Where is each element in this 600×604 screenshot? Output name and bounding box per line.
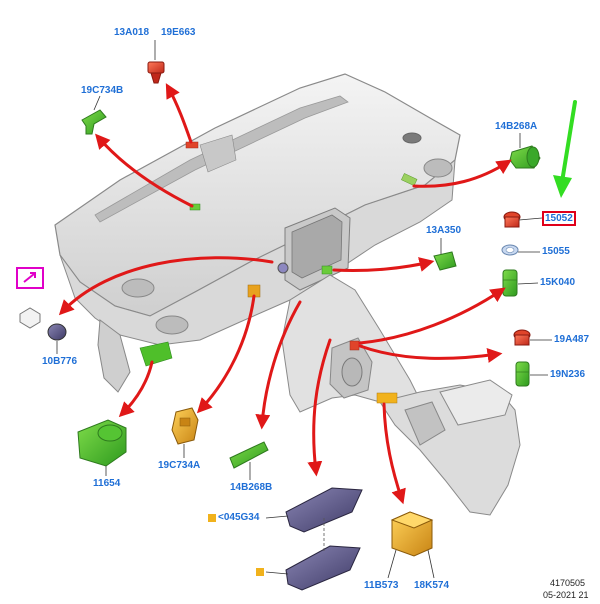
drawing-date: 05-2021 21	[543, 590, 589, 600]
arrow-13a350	[332, 257, 435, 273]
label-13a350: 13A350	[426, 225, 462, 236]
arrow-11654	[118, 360, 154, 418]
label-18k574: 18K574	[414, 580, 450, 591]
arrow-19a487	[358, 344, 503, 363]
arrow-13a018	[165, 83, 193, 144]
label-15055: 15055	[542, 246, 570, 257]
leader-lines	[56, 40, 552, 579]
part-19c734a-sensor	[171, 407, 199, 445]
label-19c734b: 19C734B	[81, 85, 124, 96]
label-15052-highlighted: 15052	[542, 211, 576, 226]
legend-square-upper	[208, 514, 216, 522]
part-15055-ring	[501, 244, 519, 256]
label-14b268b: 14B268B	[230, 482, 273, 493]
label-11b573: 11B573	[364, 580, 399, 591]
arrow-19c734a	[196, 294, 256, 414]
part-11b573-18k574-box	[390, 511, 434, 557]
label-19n236: 19N236	[550, 369, 586, 380]
dashboard-assembly	[54, 73, 521, 516]
part-13a018-clip	[147, 61, 165, 84]
arrow-14b268a	[412, 159, 512, 188]
part-14b268b-connector	[229, 441, 269, 469]
arrow-15k040	[358, 287, 506, 345]
label-045g34: <045G34	[218, 512, 260, 523]
part-11654-switch	[77, 419, 127, 467]
label-10b776: 10B776	[42, 356, 78, 367]
part-19n236-socket	[515, 361, 530, 387]
label-19e663: 19E663	[161, 27, 196, 38]
arrow-19c734b	[95, 133, 194, 208]
drawing-number: 4170505	[550, 578, 586, 588]
part-10b776-lamp	[19, 307, 67, 341]
callout-arrows	[58, 83, 512, 505]
magenta-callout-icon	[16, 267, 44, 289]
arrow-14b268b	[255, 300, 302, 430]
part-045g34-mat-lower	[285, 545, 361, 591]
label-19a487: 19A487	[554, 334, 590, 345]
part-13a350-switch	[433, 251, 457, 271]
label-14b268a: 14B268A	[495, 121, 538, 132]
part-14b268a-connector	[509, 145, 541, 169]
arrow-045g34	[307, 338, 332, 477]
label-13a018: 13A018	[114, 27, 150, 38]
label-19c734a: 19C734A	[158, 460, 201, 471]
part-15k040-socket	[502, 269, 518, 297]
part-19c734b-sensor	[81, 109, 107, 135]
part-19a487-button	[513, 329, 531, 346]
green-down-arrow-icon	[553, 100, 577, 198]
arrow-10b776	[58, 256, 274, 316]
part-045g34-mat-upper	[285, 487, 363, 533]
label-15k040: 15K040	[540, 277, 576, 288]
arrow-11b573	[382, 402, 406, 505]
legend-square-lower	[256, 568, 264, 576]
label-045g34-text: 045G34	[223, 512, 260, 523]
part-15052-bezel	[503, 211, 521, 228]
label-11654: 11654	[93, 478, 121, 489]
